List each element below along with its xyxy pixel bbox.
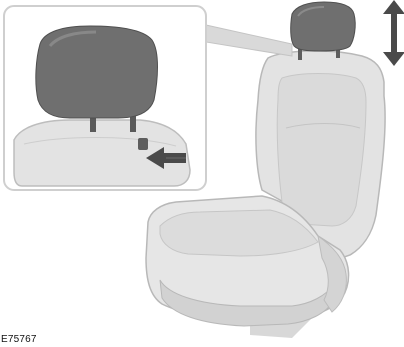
- callout-connector: [206, 25, 292, 56]
- figure-reference-code: E75767: [1, 334, 37, 345]
- headrest: [291, 2, 356, 51]
- detail-release-button: [138, 138, 148, 150]
- detail-headrest: [36, 26, 158, 118]
- vertical-double-arrow-icon: [383, 0, 404, 66]
- seat-backrest-panel: [277, 74, 366, 227]
